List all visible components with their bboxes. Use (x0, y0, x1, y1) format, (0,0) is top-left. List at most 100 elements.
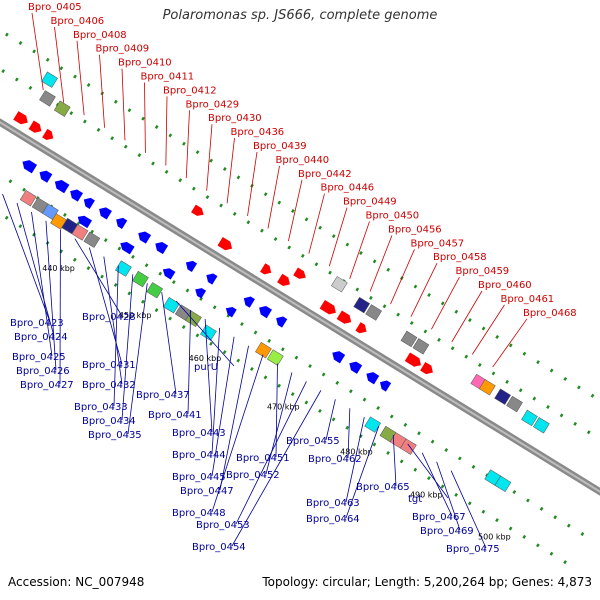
accession-text: Accession: NC_007948 (8, 575, 145, 589)
reverse-gene (162, 268, 176, 280)
label-leader-line (45, 220, 57, 371)
position-tick (219, 203, 223, 208)
reverse-gene (225, 307, 237, 318)
forward-gene (277, 273, 290, 286)
label-leader-line (31, 211, 53, 357)
reverse-gene (349, 361, 363, 374)
gene-label-top: Bpro_0449 (343, 197, 397, 208)
feature-block (266, 349, 284, 366)
position-tick (250, 366, 254, 371)
position-tick (96, 127, 101, 132)
position-tick (232, 211, 237, 216)
position-tick (512, 490, 517, 495)
position-tick (8, 179, 13, 184)
label-leader-line (175, 300, 235, 367)
label-leader-line (54, 26, 65, 103)
position-tick (253, 330, 258, 335)
position-tick (4, 215, 9, 220)
gene-label-bottom: Bpro_0437 (136, 390, 190, 401)
position-tick (236, 358, 241, 363)
gene-label-bottom: tgt (408, 494, 422, 505)
position-tick (314, 262, 319, 267)
reverse-gene (70, 189, 84, 202)
position-tick (277, 200, 282, 205)
position-tick (5, 32, 9, 37)
feature-block (83, 231, 101, 248)
position-tick (450, 346, 455, 351)
reverse-gene (120, 241, 135, 255)
position-tick (359, 250, 363, 255)
position-tick (209, 341, 213, 346)
label-leader-line (206, 124, 213, 191)
position-tick (536, 360, 540, 365)
position-tick (212, 305, 217, 310)
reverse-gene (195, 288, 207, 299)
label-leader-line (451, 290, 483, 343)
position-tick (100, 274, 104, 279)
position-tick (376, 406, 380, 411)
position-tick (28, 85, 33, 90)
position-tick (300, 253, 305, 258)
label-leader-line (267, 165, 280, 229)
position-tick (590, 393, 595, 398)
position-tick (413, 467, 418, 472)
position-tick (318, 408, 322, 413)
position-tick (86, 83, 91, 87)
reverse-gene (83, 197, 95, 210)
gene-label-bottom: Bpro_0424 (14, 332, 68, 343)
reverse-gene (206, 273, 218, 285)
position-tick (151, 161, 155, 166)
position-tick (18, 224, 23, 229)
position-tick (349, 389, 353, 394)
label-leader-line (144, 82, 146, 153)
gene-label-bottom: Bpro_0444 (172, 450, 226, 461)
position-tick (127, 108, 132, 113)
label-leader-line (185, 110, 190, 179)
position-tick (586, 430, 591, 435)
position-tick (205, 195, 210, 200)
label-leader-line (121, 68, 126, 141)
label-leader-line (265, 372, 293, 475)
position-tick (508, 526, 513, 531)
kbp-marker-label: 490 kbp (410, 491, 443, 500)
reverse-gene (138, 231, 152, 244)
topology-text: Topology: circular; Length: 5,200,264 bp… (262, 575, 592, 589)
label-leader-line (431, 276, 460, 330)
position-tick (240, 322, 244, 327)
position-tick (304, 217, 309, 222)
position-tick (382, 304, 387, 309)
gene-label-bottom: Bpro_0462 (308, 454, 362, 465)
gene-label-top: Bpro_0459 (456, 266, 510, 277)
kbp-marker-label: 500 kbp (478, 533, 511, 542)
position-tick (1, 69, 6, 74)
feature-block (200, 324, 217, 341)
position-tick (369, 295, 373, 300)
position-tick (399, 459, 404, 464)
label-leader-line (127, 283, 148, 435)
position-tick (181, 324, 186, 329)
position-tick (63, 212, 67, 217)
position-tick (113, 99, 118, 104)
position-tick (158, 271, 163, 276)
position-tick (331, 417, 336, 422)
reverse-gene (22, 160, 38, 174)
position-tick (345, 425, 350, 430)
position-tick (427, 476, 431, 481)
position-tick (45, 57, 50, 62)
feature-block (533, 417, 550, 434)
position-tick (546, 405, 550, 410)
label-leader-line (235, 381, 307, 525)
reverse-gene (77, 215, 93, 229)
feature-block (39, 90, 56, 107)
reverse-gene (366, 372, 380, 385)
position-tick (413, 284, 418, 289)
position-tick (335, 380, 340, 385)
label-leader-line (31, 12, 44, 90)
kbp-marker-label: 440 kbp (42, 264, 75, 273)
label-leader-line (161, 292, 177, 395)
gene-label-top: Bpro_0436 (231, 127, 285, 138)
position-tick (14, 77, 19, 82)
label-leader-line (204, 318, 213, 433)
feature-block (185, 310, 202, 328)
